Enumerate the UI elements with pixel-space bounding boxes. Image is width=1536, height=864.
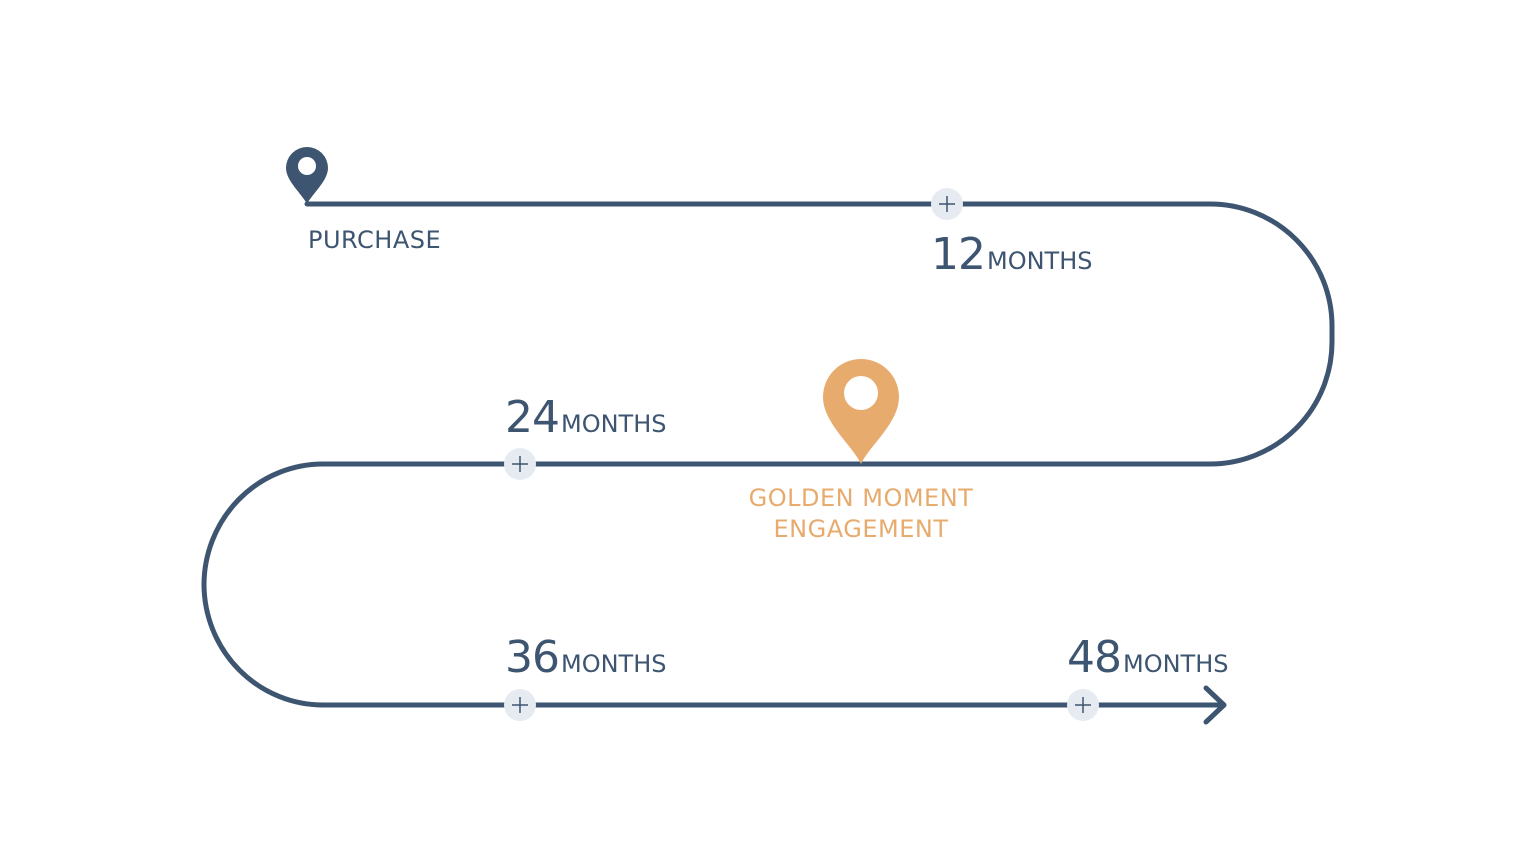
milestone-number: 12: [931, 229, 986, 280]
arrow-right-icon: [1203, 685, 1227, 725]
plus-icon: [512, 697, 528, 713]
milestone-node-12[interactable]: [931, 188, 963, 220]
plus-icon: [512, 456, 528, 472]
golden-moment-line1: GOLDEN MOMENT: [748, 484, 974, 512]
milestone-label-12: 12MONTHS: [931, 233, 1093, 277]
golden-moment-label: GOLDEN MOMENT ENGAGEMENT: [711, 483, 1011, 545]
purchase-label: PURCHASE: [308, 226, 442, 254]
plus-icon: [1075, 697, 1091, 713]
golden-map-pin-icon: [823, 359, 899, 464]
milestone-node-48[interactable]: [1067, 689, 1099, 721]
milestone-number: 36: [505, 632, 560, 683]
golden-moment-line2: ENGAGEMENT: [773, 515, 949, 543]
milestone-label-48: 48MONTHS: [1067, 636, 1229, 680]
timeline-path: [201, 201, 1335, 708]
milestone-number: 48: [1067, 632, 1122, 683]
milestone-unit: MONTHS: [1123, 650, 1229, 678]
milestone-unit: MONTHS: [987, 247, 1093, 275]
map-pin-icon: [286, 147, 328, 204]
milestone-number: 24: [505, 392, 560, 443]
milestone-node-24[interactable]: [504, 448, 536, 480]
milestone-label-24: 24MONTHS: [505, 396, 667, 440]
milestone-node-36[interactable]: [504, 689, 536, 721]
milestone-unit: MONTHS: [561, 650, 667, 678]
plus-icon: [939, 196, 955, 212]
milestone-label-36: 36MONTHS: [505, 636, 667, 680]
milestone-unit: MONTHS: [561, 410, 667, 438]
